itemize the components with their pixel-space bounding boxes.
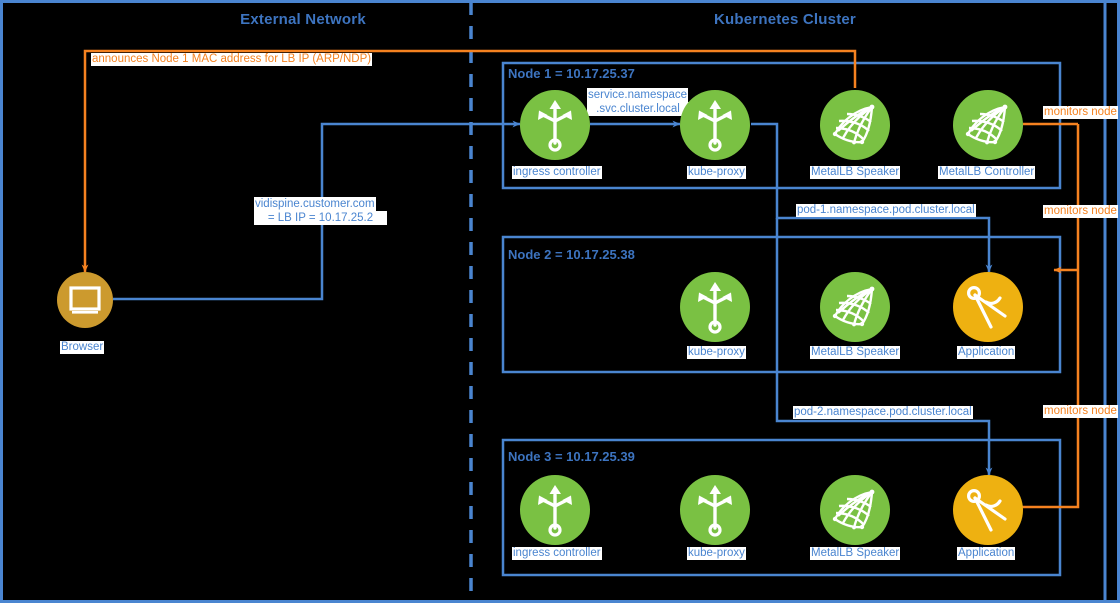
node-3-label-ingress-controller: ingress controller [512, 547, 602, 560]
routing-arrows-icon [698, 282, 732, 334]
node-3-component-metallb-speaker[interactable] [820, 475, 890, 545]
browser-icon[interactable] [57, 272, 113, 328]
monitor-icon [69, 286, 101, 314]
mesh-net-icon [832, 286, 875, 327]
routing-arrows-icon [538, 100, 572, 152]
node-1-component-ingress-controller[interactable] [520, 90, 590, 160]
node-title-3: Node 3 = 10.17.25.39 [508, 449, 635, 464]
mesh-net-icon [965, 104, 1008, 145]
node-3-component-application[interactable] [953, 475, 1023, 545]
edge-label-svc-line2: .svc.cluster.local [587, 102, 689, 116]
mesh-net-icon [832, 104, 875, 145]
edge-label-lb-line2: = LB IP = 10.17.25.2 [254, 211, 387, 225]
edge-label-pod2: pod-2.namespace.pod.cluster.local [793, 406, 973, 419]
compass-icon [967, 286, 1007, 329]
node-title-2: Node 2 = 10.17.25.38 [508, 247, 635, 262]
node-1-component-kube-proxy[interactable] [680, 90, 750, 160]
node-3-label-application: Application [957, 547, 1016, 560]
edge-label-svc-line1: service.namespace [587, 88, 689, 102]
node-2-component-metallb-speaker[interactable] [820, 272, 890, 342]
routing-arrows-icon [698, 485, 732, 537]
browser-label: Browser [60, 341, 105, 354]
edge-label-monitors-node-2: monitors node [1043, 205, 1118, 218]
node-1-label-kube-proxy: kube-proxy [687, 166, 746, 179]
zone-title-external: External Network [240, 11, 366, 28]
routing-arrows-icon [538, 485, 572, 537]
compass-icon [967, 489, 1007, 532]
mesh-net-icon [832, 489, 875, 530]
node-3-component-kube-proxy[interactable] [680, 475, 750, 545]
node-1-component-metallb-speaker[interactable] [820, 90, 890, 160]
node-2-component-application[interactable] [953, 272, 1023, 342]
node-2-label-kube-proxy: kube-proxy [687, 346, 746, 359]
node-2-component-kube-proxy[interactable] [680, 272, 750, 342]
node-2-label-application: Application [957, 346, 1016, 359]
node-3-label-kube-proxy: kube-proxy [687, 547, 746, 560]
node-3-label-metallb-speaker: MetalLB Speaker [810, 547, 901, 560]
zone-title-cluster: Kubernetes Cluster [714, 11, 856, 28]
node-1-component-metallb-controller[interactable] [953, 90, 1023, 160]
edge-label-monitors-node-3: monitors node [1043, 405, 1118, 418]
edge-label-lb-line1: vidispine.customer.com [254, 197, 376, 211]
node-1-label-metallb-controller: MetalLB Controller [938, 166, 1036, 179]
node-title-1: Node 1 = 10.17.25.37 [508, 66, 635, 81]
node-2-label-metallb-speaker: MetalLB Speaker [810, 346, 901, 359]
edge-label-pod1: pod-1.namespace.pod.cluster.local [796, 204, 976, 217]
node-3-component-ingress-controller[interactable] [520, 475, 590, 545]
node-1-label-metallb-speaker: MetalLB Speaker [810, 166, 901, 179]
edge-label-announce: announces Node 1 MAC address for LB IP (… [91, 53, 373, 66]
node-1-label-ingress-controller: ingress controller [512, 166, 602, 179]
edge-label-monitors-node-1: monitors node [1043, 106, 1118, 119]
routing-arrows-icon [698, 100, 732, 152]
